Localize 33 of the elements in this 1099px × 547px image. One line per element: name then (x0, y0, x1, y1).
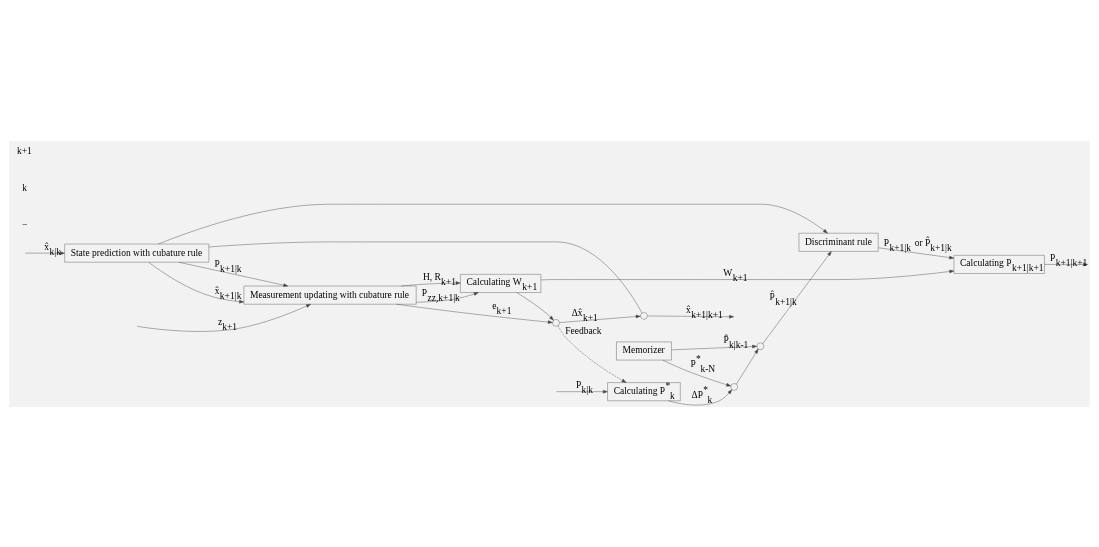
edge-label: Feedback (565, 325, 602, 336)
arrow (178, 261, 289, 287)
node-circle (756, 342, 765, 350)
arrow (540, 269, 955, 280)
arrow (736, 348, 759, 384)
node-circle (730, 382, 738, 391)
node-circle (552, 318, 560, 327)
arrow (400, 280, 461, 286)
label: k (22, 182, 27, 193)
arrow (647, 314, 734, 318)
arrow (559, 314, 641, 323)
arrow (556, 389, 608, 393)
arrow (668, 388, 733, 405)
arrow (516, 291, 554, 320)
arrow (416, 291, 479, 302)
node-box: State prediction with cubature rule (64, 243, 210, 262)
arrow (25, 250, 65, 255)
node-box: Measurement updating with cubature rule (243, 285, 417, 304)
connector (208, 241, 643, 313)
node-box: Discriminant rule (798, 232, 879, 252)
arrow (396, 303, 553, 324)
arrow (137, 303, 311, 332)
arrow (557, 325, 627, 383)
arrow (158, 203, 828, 244)
arrow (148, 261, 244, 303)
node-box: Memorizer (616, 341, 672, 360)
arrow (671, 344, 757, 350)
label: k+1 (17, 145, 32, 156)
node-circle (640, 311, 648, 320)
arrow (762, 250, 832, 344)
label: − (21, 219, 28, 230)
arrow (662, 359, 732, 386)
arrow (878, 247, 955, 259)
